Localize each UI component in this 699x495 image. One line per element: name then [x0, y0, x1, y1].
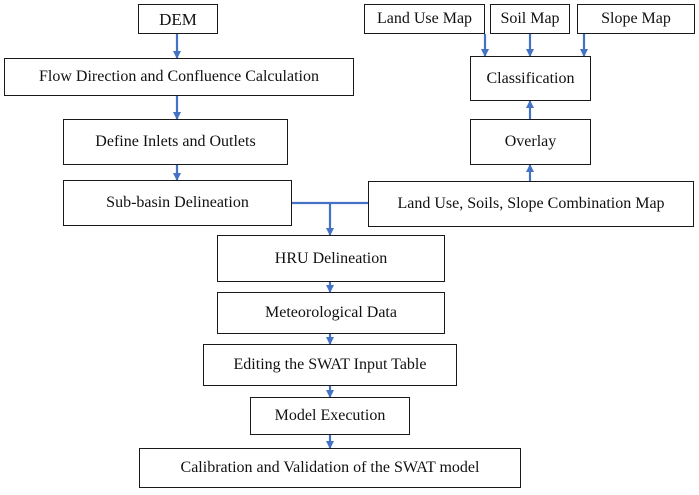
inlets-outlets-label: Define Inlets and Outlets	[95, 133, 256, 150]
subbasin-box: Sub-basin Delineation	[63, 180, 292, 226]
slope-map-label: Slope Map	[601, 10, 671, 27]
calibration-validation-label: Calibration and Validation of the SWAT m…	[180, 459, 480, 476]
meteorological-data-box: Meteorological Data	[217, 292, 445, 334]
hru-delineation-box: HRU Delineation	[217, 235, 445, 282]
model-execution-box: Model Execution	[250, 397, 410, 435]
soil-map-box: Soil Map	[490, 4, 570, 34]
classification-box: Classification	[470, 56, 591, 101]
combination-map-label: Land Use, Soils, Slope Combination Map	[397, 195, 665, 212]
overlay-label: Overlay	[504, 133, 557, 150]
editing-input-table-box: Editing the SWAT Input Table	[203, 344, 457, 386]
model-execution-label: Model Execution	[274, 407, 386, 424]
combination-map-box: Land Use, Soils, Slope Combination Map	[368, 181, 694, 227]
subbasin-label: Sub-basin Delineation	[106, 194, 249, 211]
flow-direction-box: Flow Direction and Confluence Calculatio…	[4, 58, 354, 96]
meteorological-data-label: Meteorological Data	[265, 304, 397, 321]
hru-delineation-label: HRU Delineation	[274, 249, 388, 267]
slope-map-box: Slope Map	[577, 4, 695, 34]
classification-label: Classification	[486, 69, 575, 87]
landuse-map-label: Land Use Map	[376, 10, 473, 27]
overlay-box: Overlay	[470, 119, 591, 165]
editing-input-table-label: Editing the SWAT Input Table	[233, 356, 427, 373]
dem-box: DEM	[138, 4, 218, 34]
flow-direction-label: Flow Direction and Confluence Calculatio…	[39, 68, 319, 85]
dem-label: DEM	[159, 9, 197, 29]
inlets-outlets-box: Define Inlets and Outlets	[63, 119, 288, 165]
calibration-validation-box: Calibration and Validation of the SWAT m…	[139, 448, 521, 488]
landuse-map-box: Land Use Map	[364, 4, 485, 34]
soil-map-label: Soil Map	[500, 10, 560, 27]
